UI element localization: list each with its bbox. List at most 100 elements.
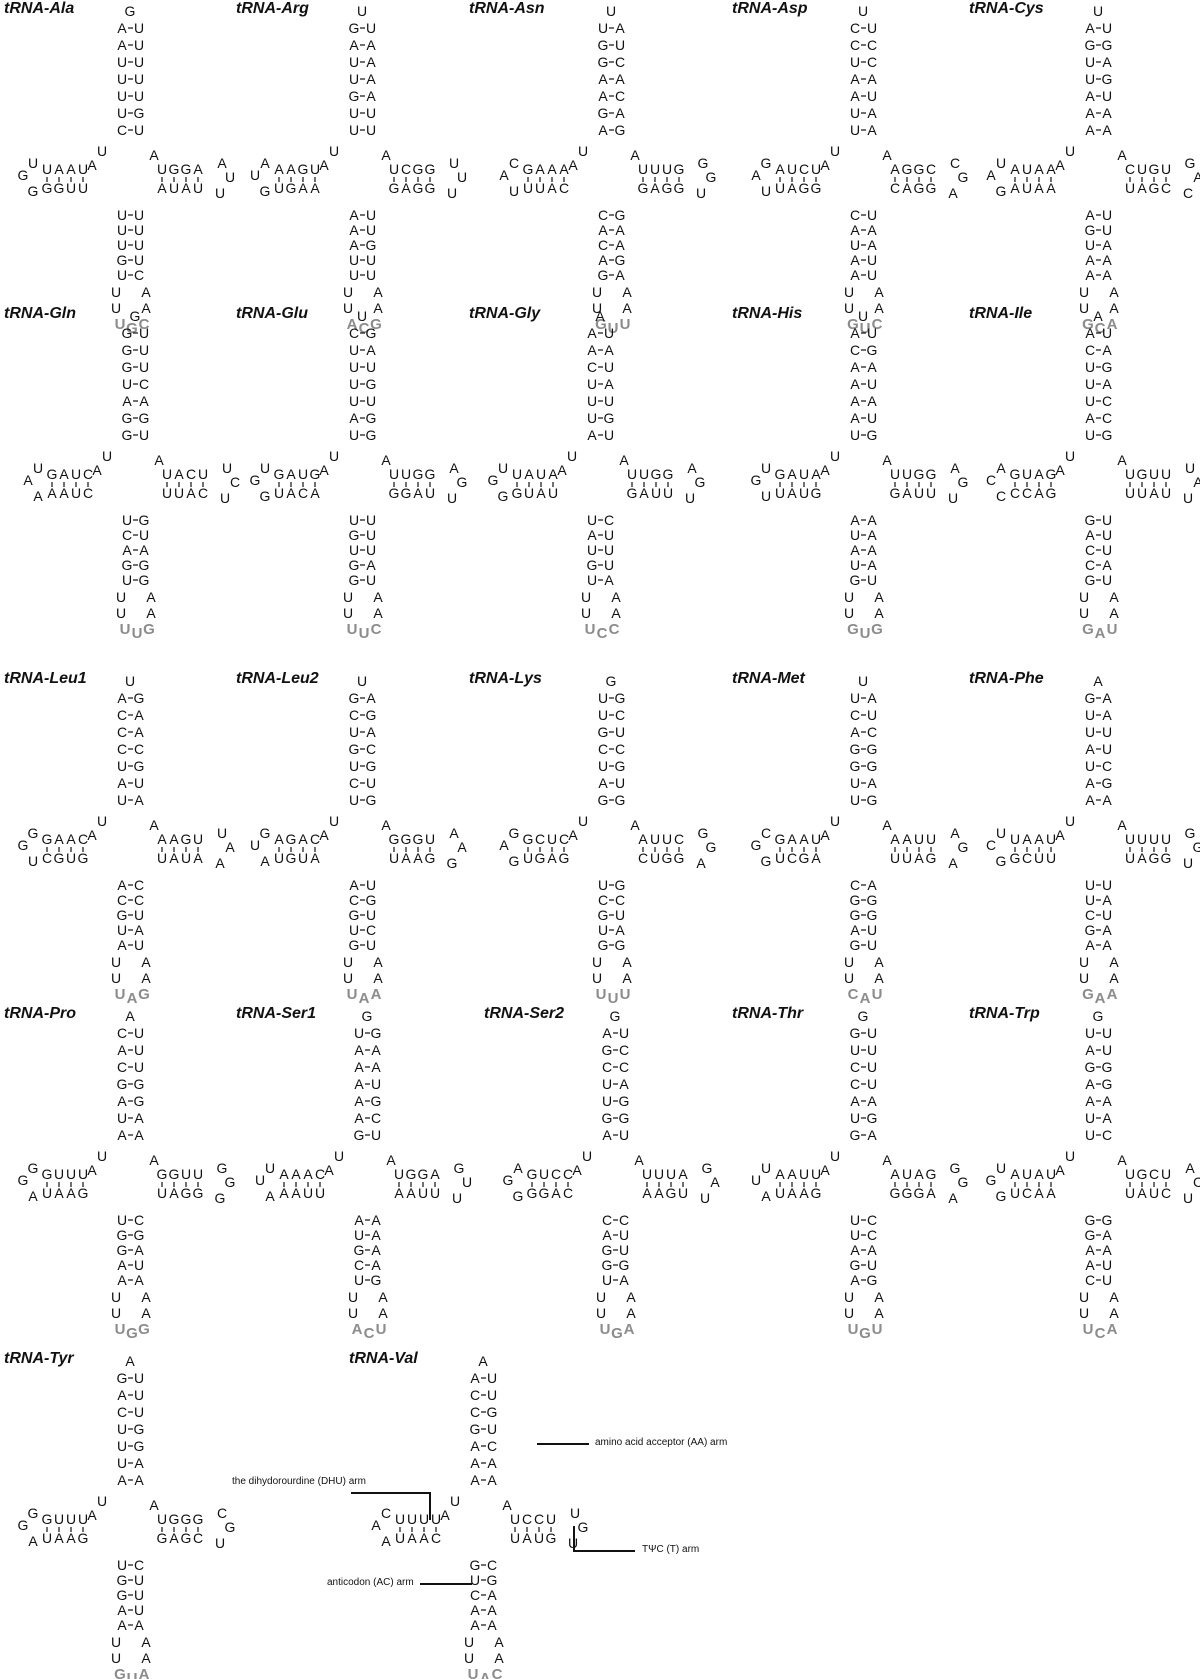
anticodon-base-1: G	[847, 316, 859, 333]
dhu-stem-base: C	[563, 1166, 573, 1182]
dhu-stem-base: A	[1034, 831, 1044, 847]
t-stem-base: G	[418, 1166, 429, 1182]
acceptor-stem-base: A	[602, 1025, 612, 1041]
connector-base: A	[324, 1162, 334, 1178]
dhu-stem-pair: A	[787, 485, 797, 501]
acceptor-stem-pair: C	[1102, 758, 1112, 774]
dhu-loop-base: A	[28, 1533, 38, 1549]
dhu-stem-pair: U	[1010, 1185, 1020, 1201]
acceptor-stem-pair: G	[134, 105, 145, 121]
anticodon-stem-base: U	[349, 512, 359, 528]
dhu-stem-pair: U	[274, 850, 284, 866]
t-stem-base: G	[169, 161, 180, 177]
dhu-stem-base: A	[279, 1166, 289, 1182]
callout-ac-arm-line	[420, 1583, 472, 1585]
t-stem-pair: U	[534, 1530, 544, 1546]
acceptor-stem-pair: A	[366, 37, 376, 53]
t-stem-pair: U	[663, 485, 673, 501]
dhu-loop-base: C	[509, 155, 519, 171]
t-stem-base: A	[914, 1166, 924, 1182]
dhu-stem-pair: C	[787, 850, 797, 866]
anticodon-base-2: G	[611, 1325, 623, 1342]
connector-base: U	[830, 448, 840, 464]
acceptor-stem-base: U	[602, 1076, 612, 1092]
anticodon-loop-base: U	[343, 970, 353, 986]
acceptor-stem-base: U	[117, 758, 127, 774]
dhu-stem-pair: A	[310, 485, 320, 501]
t-loop-base: A	[225, 839, 235, 855]
acceptor-stem-base: A	[117, 1127, 127, 1143]
anticodon-base-3: C	[371, 621, 382, 638]
t-stem-base: U	[425, 831, 435, 847]
acceptor-stem-base: A	[598, 775, 608, 791]
dhu-loop-base: A	[996, 460, 1006, 476]
anticodon-stem-pair: G	[371, 1272, 382, 1288]
dhu-stem-base: A	[291, 1166, 301, 1182]
connector-base: A	[882, 147, 892, 163]
discriminator-base: A	[125, 1008, 135, 1024]
dhu-loop-base: G	[28, 183, 39, 199]
t-loop-base: U	[462, 1174, 472, 1190]
anticodon-loop-base: U	[464, 1634, 474, 1650]
acceptor-stem-base: C	[349, 325, 359, 341]
t-stem-pair: C	[890, 180, 900, 196]
t-stem-pair: G	[914, 180, 925, 196]
anticodon-stem-base: A	[354, 1212, 364, 1228]
dhu-stem-pair: G	[286, 850, 297, 866]
acceptor-stem-base: A	[354, 1093, 364, 1109]
t-loop-base: C	[950, 155, 960, 171]
anticodon-stem-base: G	[349, 557, 360, 573]
dhu-loop-base: U	[33, 460, 43, 476]
anticodon-base-1: U	[347, 986, 358, 1003]
anticodon-stem-pair: A	[615, 922, 625, 938]
anticodon-stem-base: C	[470, 1587, 480, 1603]
acceptor-stem-base: A	[1085, 792, 1095, 808]
connector-base: A	[630, 147, 640, 163]
dhu-stem-pair: A	[787, 1185, 797, 1201]
anticodon-base-2: C	[1095, 320, 1106, 337]
dhu-stem-pair: U	[303, 1185, 313, 1201]
anticodon-loop-base: A	[611, 589, 621, 605]
dhu-stem-pair: G	[811, 485, 822, 501]
anticodon-loop-base: U	[844, 300, 854, 316]
t-stem-pair: A	[169, 850, 179, 866]
dhu-stem-pair: C	[298, 485, 308, 501]
dhu-stem-base: A	[66, 831, 76, 847]
dhu-stem-base: A	[787, 466, 797, 482]
dhu-loop-base: G	[986, 1172, 997, 1188]
dhu-stem-base: U	[1046, 1166, 1056, 1182]
t-stem-pair: U	[389, 850, 399, 866]
acceptor-stem-base: U	[587, 376, 597, 392]
t-stem-pair: A	[1137, 1185, 1147, 1201]
anticodon-base-3: G	[871, 621, 883, 638]
acceptor-stem-base: G	[349, 741, 360, 757]
dhu-stem-pair: A	[298, 180, 308, 196]
t-stem-base: U	[389, 161, 399, 177]
anticodon-base-2: C	[597, 625, 608, 642]
dhu-stem-base: G	[286, 831, 297, 847]
acceptor-stem-pair: U	[134, 122, 144, 138]
acceptor-stem-base: C	[117, 724, 127, 740]
dhu-loop-base: U	[255, 1172, 265, 1188]
dhu-stem-pair: A	[419, 1530, 429, 1546]
dhu-stem-base: U	[811, 1166, 821, 1182]
dhu-stem-base: A	[775, 161, 785, 177]
anticodon-stem-base: U	[598, 877, 608, 893]
acceptor-stem-base: C	[117, 1404, 127, 1420]
anticodon-stem-base: G	[598, 267, 609, 283]
dhu-loop-base: U	[28, 853, 38, 869]
anticodon-loop-base: A	[1109, 954, 1119, 970]
t-stem-base: U	[642, 1166, 652, 1182]
connector-base: A	[820, 827, 830, 843]
anticodon-loop-base: U	[1079, 589, 1089, 605]
anticodon-stem-base: G	[1085, 1227, 1096, 1243]
anticodon-stem-base: G	[117, 907, 128, 923]
anticodon-base-2: A	[860, 990, 871, 1007]
anticodon-stem-pair: U	[1102, 222, 1112, 238]
